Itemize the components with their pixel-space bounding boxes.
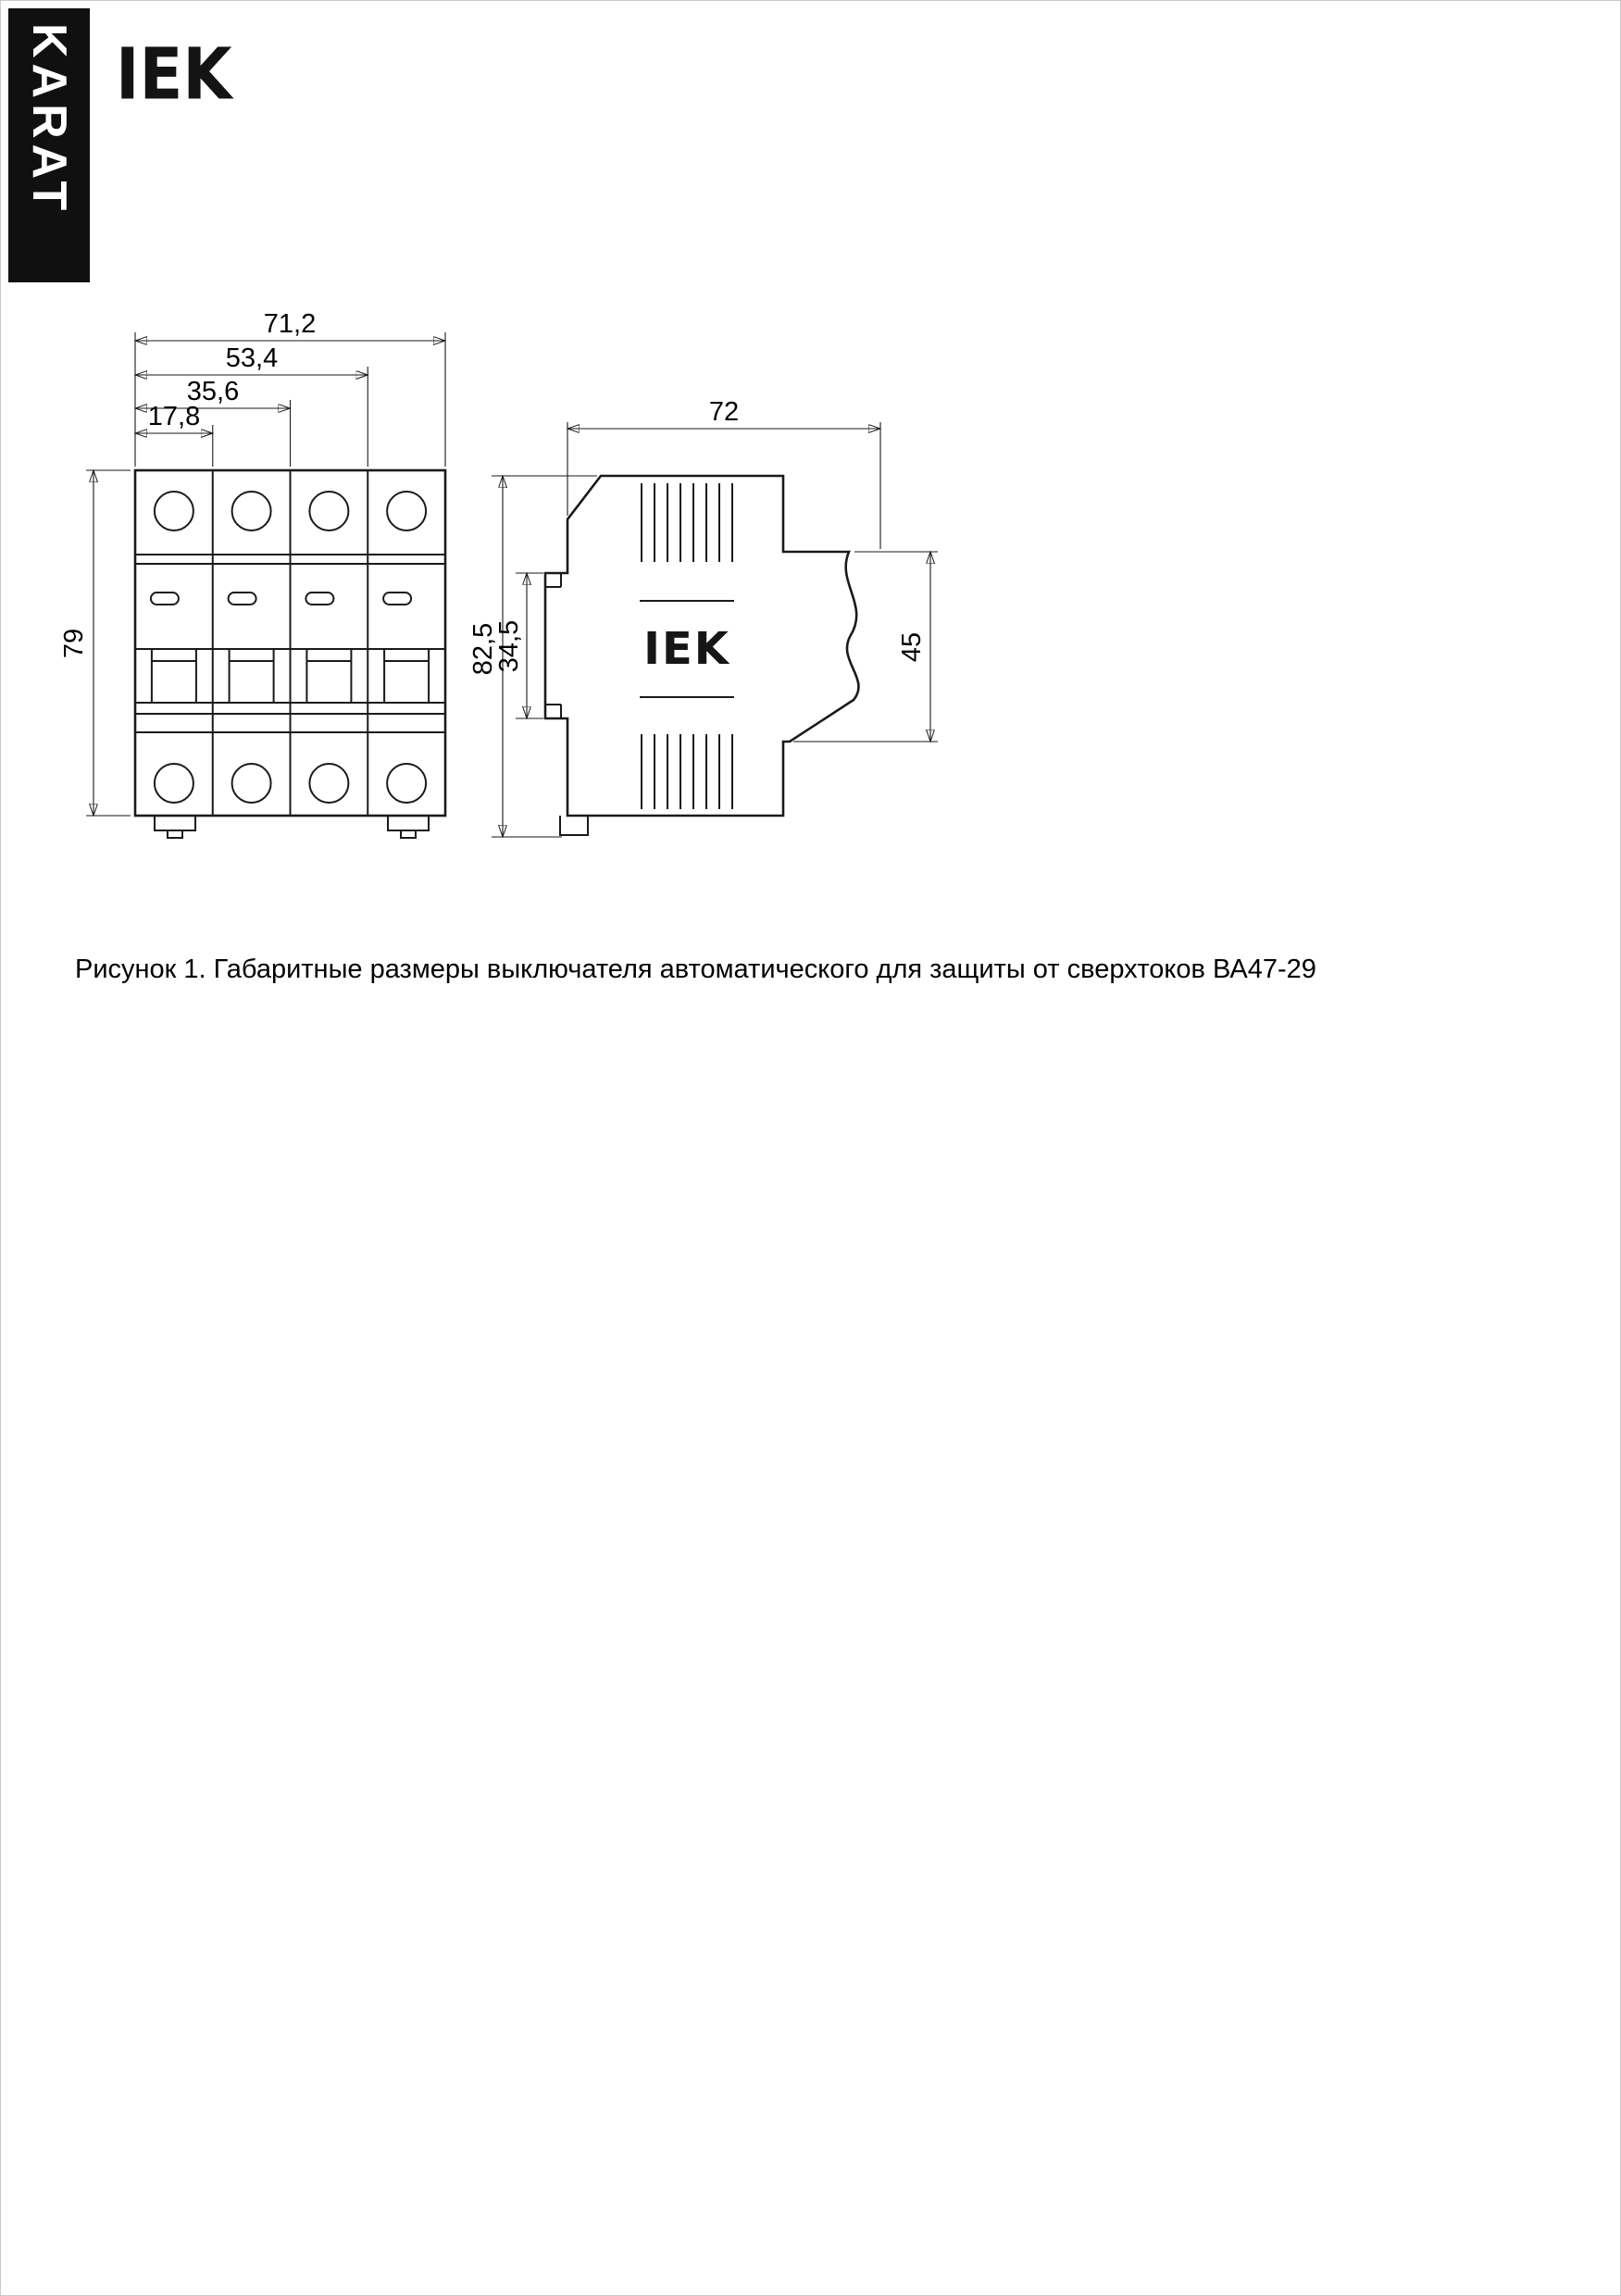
front-view (133, 468, 447, 839)
terminal-screw-icon (386, 491, 428, 531)
front-view-dimensions: 71,2 53,4 35,6 17,8 79 (59, 309, 445, 816)
side-ribs-top (641, 483, 733, 562)
side-view-outline (543, 474, 860, 817)
front-dim-one-module: 17,8 (148, 402, 200, 431)
side-view-dimensions: 72 82,5 34,5 45 (468, 397, 938, 837)
front-dim-total-width: 71,2 (264, 309, 316, 339)
side-ribs-bottom (641, 734, 733, 809)
terminal-screw-icon (308, 491, 350, 531)
din-clip (559, 816, 589, 836)
din-clip (387, 815, 430, 831)
terminal-screw-icon (308, 763, 350, 804)
front-dim-height: 79 (59, 629, 89, 658)
toggle-handle (383, 648, 430, 704)
front-dim-two-modules: 35,6 (187, 377, 239, 406)
din-clip-tab (400, 830, 417, 839)
front-dim-three-modules: 53,4 (226, 343, 278, 373)
din-clip-tab (167, 830, 183, 839)
label-slot (149, 592, 180, 605)
terminal-screw-icon (231, 491, 272, 531)
side-dim-din-channel: 34,5 (494, 620, 524, 672)
iek-logo: IEK (116, 34, 232, 117)
side-dim-depth: 72 (709, 397, 739, 427)
label-slot (227, 592, 257, 605)
terminal-screw-icon (153, 763, 194, 804)
iek-logo-side: IEK (643, 623, 730, 675)
side-view: IEK (543, 474, 860, 836)
karat-brand-text: KARAT (22, 23, 76, 217)
terminal-screw-icon (231, 763, 272, 804)
toggle-handle (305, 648, 353, 704)
toggle-handle (150, 648, 197, 704)
label-slot (382, 592, 413, 605)
terminal-screw-icon (153, 491, 194, 531)
technical-drawing: 71,2 53,4 35,6 17,8 79 (59, 309, 938, 839)
toggle-handle (228, 648, 275, 704)
terminal-screw-icon (386, 763, 428, 804)
karat-banner: KARAT (8, 8, 90, 282)
din-clip (154, 815, 196, 831)
side-dim-front-height: 45 (897, 632, 927, 662)
side-dim-total-height: 82,5 (468, 623, 498, 675)
label-slot (305, 592, 335, 605)
figure-caption: Рисунок 1. Габаритные размеры выключател… (75, 955, 1316, 984)
